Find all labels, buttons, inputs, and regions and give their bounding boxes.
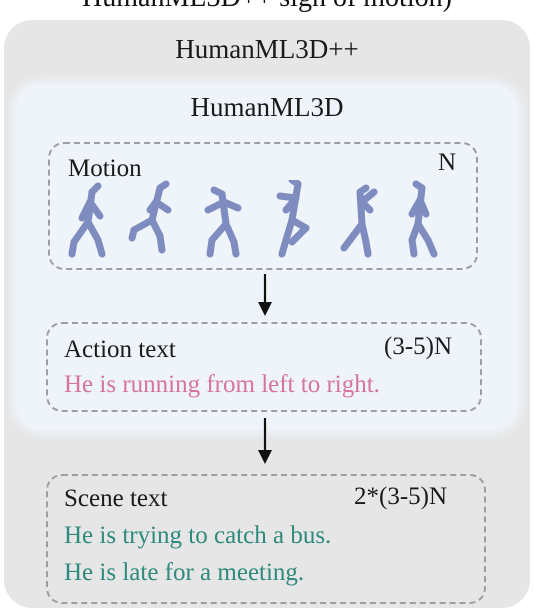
motion-box [48,142,478,270]
scene-text-count: 2*(3-5)N [354,483,448,510]
outer-panel-title: HumanML3D++ [175,34,359,64]
motion-figure-3 [204,186,242,258]
arrow-action-to-scene [258,418,272,464]
action-text-label: Action text [64,336,176,363]
scene-text-label: Scene text [64,485,168,512]
inner-panel-title: HumanML3D [190,92,344,122]
motion-label: Motion [68,155,142,182]
action-text-box [46,322,482,412]
scene-text-example-1: He is trying to catch a bus. [64,522,332,549]
clipped-header-text: HumanML3D++ sign of motion) [0,0,534,12]
motion-figure-2 [128,180,172,254]
motion-figure-4 [276,180,310,258]
arrow-motion-to-action [258,274,272,316]
action-text-count: (3-5)N [384,333,453,360]
action-text-example: He is running from left to right. [64,371,380,398]
motion-count: N [438,149,457,176]
motion-figure-5 [340,184,378,258]
motion-figure-1 [68,182,106,258]
scene-text-box [46,474,486,604]
scene-text-example-2: He is late for a meeting. [64,559,305,586]
motion-figure-6 [408,180,438,258]
motion-figures [68,180,438,258]
